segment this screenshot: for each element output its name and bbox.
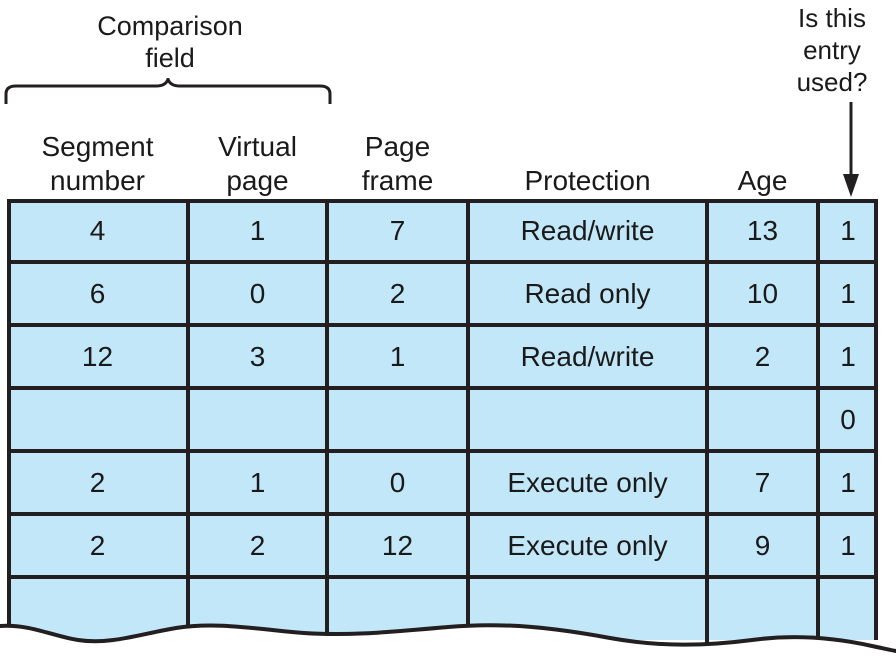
curly-brace-icon [2,77,332,106]
table-cell-page-frame: 0 [389,466,406,498]
row-divider [7,449,878,453]
table-cell-page-frame: 2 [389,277,406,309]
table-cell-protection: Read/write [520,340,655,372]
column-header-age: Age [737,165,788,196]
torn-edge-decoration [0,596,896,659]
row-divider [7,386,878,390]
table-cell-used: 0 [840,403,856,435]
table-cell-used: 1 [840,277,856,309]
table-cell-virtual-page: 2 [249,529,266,561]
table-cell-used: 1 [840,529,856,561]
table-surface [7,199,878,640]
table-cell-virtual-page [188,388,327,451]
table-cell-virtual-page: 1 [249,466,266,498]
table-cell-used: 1 [840,214,856,246]
table-cell-segment-number [7,388,188,451]
row-divider [7,260,878,264]
row-divider [7,512,878,516]
column-divider [705,199,709,644]
table-cell-segment-number: 12 [81,340,114,372]
down-arrow-icon [832,102,870,198]
table-cell-age: 2 [754,340,771,372]
column-divider [466,199,470,644]
table-cell-virtual-page: 1 [249,214,266,246]
table-cell-page-frame: 1 [389,340,406,372]
column-header-segment-number: Segment number [41,131,154,196]
column-header-virtual-page: Virtual page [218,131,297,196]
comparison-field-label: Comparison field [97,11,243,73]
table-cell-segment-number: 6 [89,277,106,309]
table-cell-virtual-page: 3 [249,340,266,372]
column-divider [816,199,820,644]
table-cell-segment-number: 2 [89,529,106,561]
table-cell-used: 1 [840,466,856,498]
table-cell-page-frame [327,388,468,451]
table-cell-segment-number: 4 [89,214,106,246]
column-header-protection: Protection [524,165,651,196]
table-cell-protection: Execute only [507,466,668,498]
table-cell-age [707,388,818,451]
table-cell-age: 10 [746,277,779,309]
row-divider [7,323,878,327]
table-cell-used: 1 [840,340,856,372]
table-cell-virtual-page: 0 [249,277,266,309]
table-cell-protection: Read only [524,277,651,309]
table-cell-page-frame: 12 [381,529,414,561]
table-cell-protection [468,388,707,451]
entry-used-label: Is this entry used? [796,3,868,97]
table-cell-segment-number: 2 [89,466,106,498]
column-divider [186,199,190,644]
table-cell-protection: Execute only [507,529,668,561]
row-divider [7,575,878,579]
table-cell-age: 9 [754,529,771,561]
column-divider [325,199,329,644]
table-cell-page-frame: 7 [389,214,406,246]
table-cell-age: 13 [746,214,779,246]
table-cell-protection: Read/write [520,214,655,246]
table-cell-age: 7 [754,466,771,498]
column-header-page-frame: Page frame [361,131,434,196]
